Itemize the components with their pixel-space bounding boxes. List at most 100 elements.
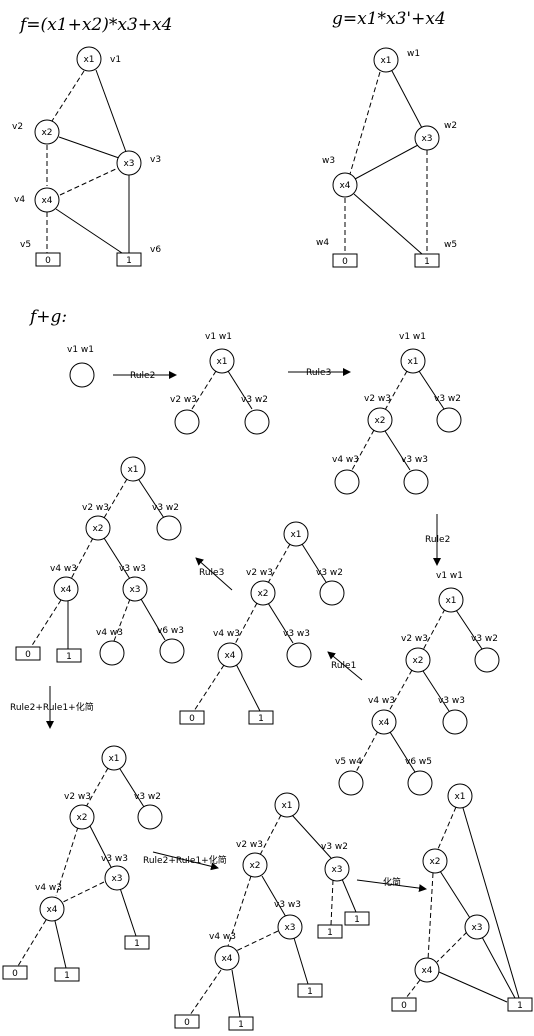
rule-label: Rule2+Rule1+化简	[10, 701, 94, 713]
g-formula-title: g=x1*x3'+x4	[332, 9, 446, 29]
rule-label: Rule1	[331, 661, 356, 671]
pair-label: v6 w5	[405, 757, 432, 767]
terminal-label: 1	[66, 652, 72, 662]
node-x1	[101, 745, 127, 771]
node-x3	[414, 125, 440, 151]
edge	[293, 937, 309, 985]
node-x2	[85, 515, 111, 541]
pair-label: v3 w2	[434, 394, 461, 404]
node-label: x2	[41, 128, 52, 138]
node-x2	[69, 804, 95, 830]
node-empty	[436, 407, 462, 433]
vertex-label: v3	[150, 155, 161, 165]
rule-label: Rule3	[306, 368, 331, 378]
edge	[227, 875, 252, 947]
node-label: x2	[257, 589, 268, 599]
node-x2	[250, 580, 276, 606]
pair-label: v4 w3	[96, 628, 123, 638]
edge	[389, 731, 416, 773]
node-label: x1	[454, 792, 465, 802]
node-label: x3	[129, 585, 140, 595]
arrow	[327, 651, 363, 681]
pair-label: v3 w2	[241, 395, 268, 405]
vertex-label: w5	[444, 240, 457, 250]
pair-label: v5 w4	[335, 757, 362, 767]
pair-label: v2 w3	[246, 568, 273, 578]
pair-label: v4 w3	[35, 883, 62, 893]
node-empty	[69, 362, 95, 388]
edge	[422, 670, 450, 712]
node-x4	[371, 709, 397, 735]
vertex-label: w4	[316, 238, 329, 248]
node-empty	[442, 709, 468, 735]
pair-label: v3 w2	[321, 842, 348, 852]
edge	[438, 971, 508, 1003]
terminal-1	[507, 997, 533, 1012]
edge	[259, 814, 282, 856]
node-x1	[274, 792, 300, 818]
node-empty	[338, 770, 364, 796]
edge	[261, 875, 287, 918]
terminal-label: 1	[126, 256, 132, 266]
node-label: x2	[374, 416, 385, 426]
node-x2	[242, 852, 268, 878]
edge	[349, 71, 381, 175]
terminal-1	[228, 1016, 254, 1031]
vertex-label: v4	[14, 195, 25, 205]
edge	[227, 370, 253, 410]
node-label: x4	[60, 585, 71, 595]
step-4: v1 w1 x1 v2 w3 v3 w2 x2 v4 w3 v3 w3 x4 v…	[335, 571, 500, 796]
step-2: v1 w1 x1 v2 w3 v3 w2	[170, 332, 270, 435]
edge	[341, 878, 357, 913]
node-x4	[414, 957, 440, 983]
terminal-1	[124, 935, 150, 950]
node-label: x2	[92, 524, 103, 534]
node-x3	[324, 856, 350, 882]
vertex-label: v2	[12, 122, 23, 132]
vertex-label: v6	[150, 245, 161, 255]
pair-label: v3 w3	[401, 455, 428, 465]
node-x2	[34, 119, 60, 145]
edge	[51, 70, 85, 122]
vertex-label: v1	[110, 55, 121, 65]
terminal-label: 1	[238, 1020, 244, 1030]
terminal-label: 0	[189, 714, 195, 724]
node-x4	[39, 896, 65, 922]
node-label: x3	[111, 874, 122, 884]
edge	[103, 537, 131, 580]
node-label: x3	[123, 159, 134, 169]
node-x2	[422, 848, 448, 874]
vertex-label: w2	[444, 121, 457, 131]
terminal-label: 0	[25, 650, 31, 660]
terminal-label: 1	[64, 971, 70, 981]
terminal-label: 1	[327, 928, 333, 938]
node-label: x1	[407, 357, 418, 367]
node-label: x4	[46, 905, 57, 915]
terminal-label: 0	[184, 1018, 190, 1028]
node-empty	[334, 469, 360, 495]
edge	[437, 806, 457, 850]
rule-label: Rule2+Rule1+化简	[143, 854, 227, 866]
pair-label: v2 w3	[401, 634, 428, 644]
step-8: x1 v2 w3 v3 w2 x2 x3 v3 w3 x3 v4 w3 x4 1…	[174, 792, 370, 1031]
terminal-0	[332, 253, 358, 268]
node-empty	[156, 515, 182, 541]
node-x1	[120, 456, 146, 482]
step-9: x1 x2 x3 x4 0 1	[391, 783, 533, 1012]
node-label: x2	[412, 656, 423, 666]
node-label: x4	[221, 954, 232, 964]
terminal-1	[344, 911, 370, 926]
pair-label: v1 w1	[399, 332, 426, 342]
node-x1	[400, 348, 426, 374]
edge	[291, 814, 332, 859]
terminal-1	[248, 710, 274, 725]
pair-label: v3 w2	[134, 792, 161, 802]
edge	[353, 193, 423, 255]
edge	[391, 70, 423, 129]
vertex-label: w3	[322, 156, 335, 166]
node-label: x4	[41, 196, 52, 206]
node-empty	[286, 642, 312, 668]
sum-title: f+g:	[28, 307, 67, 327]
rule-label: Rule2	[130, 371, 155, 381]
